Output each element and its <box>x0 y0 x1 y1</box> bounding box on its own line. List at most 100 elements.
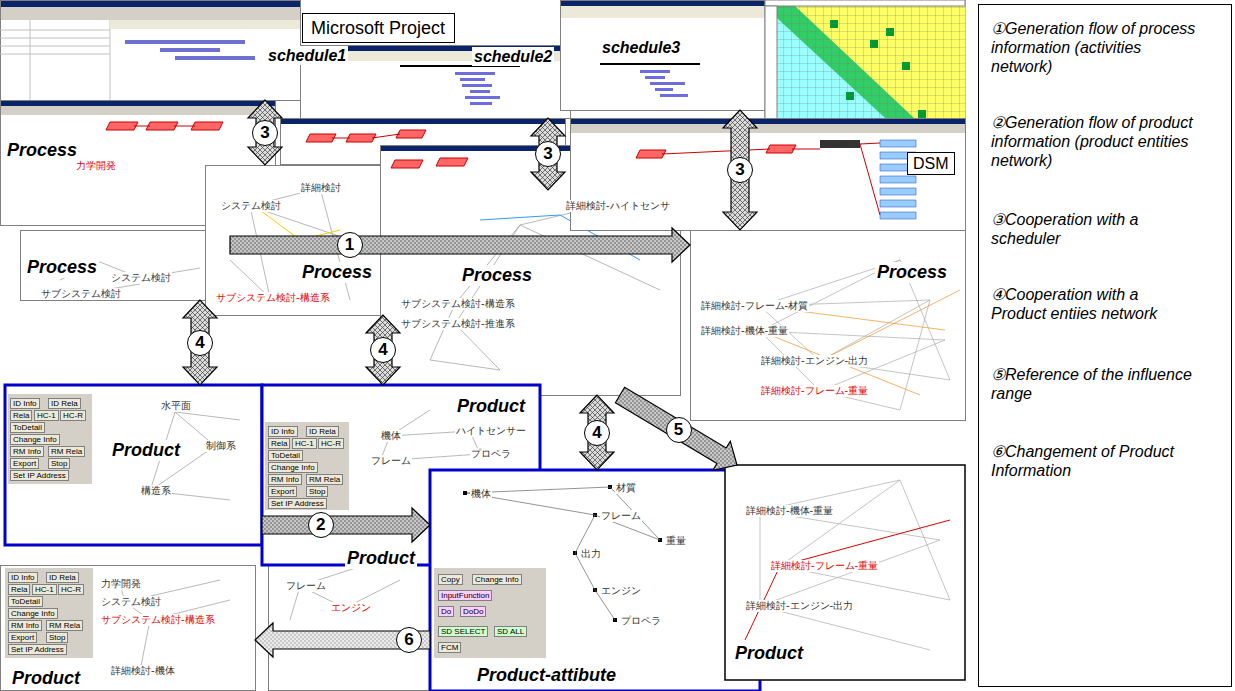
callout-number: 3 <box>727 157 753 183</box>
entity-label: 詳細検討-エンジン-出力 <box>745 600 854 612</box>
ui-button: RM Rela <box>46 620 83 631</box>
button-panel <box>5 568 93 658</box>
ui-button: HC-1 <box>32 584 57 595</box>
ui-button: RM Info <box>10 446 44 457</box>
ui-button: Set IP Address <box>8 644 67 655</box>
panel-caption: Product-attibute <box>475 665 618 686</box>
button-panel <box>434 568 546 658</box>
gantt-bars <box>455 72 500 105</box>
entity-label: サブシステム検討-構造系 <box>400 298 516 310</box>
title-bar <box>571 119 965 124</box>
gantt-bars <box>640 70 688 97</box>
ui-button: Stop <box>306 486 328 497</box>
tool-bar <box>1 7 300 20</box>
entity-label: フレーム <box>600 510 642 522</box>
legend-entry: ⑥Changement of Product Information <box>991 442 1196 480</box>
flow-arrow <box>580 395 614 470</box>
callout-number: 5 <box>666 417 692 443</box>
flow-arrow <box>723 110 757 230</box>
tool-label: Microsoft Project <box>302 13 455 43</box>
ui-button: Set IP Address <box>10 470 69 481</box>
entity-label: サブシステム検討-構造系 <box>215 292 331 304</box>
window-frame <box>21 231 231 301</box>
ui-button: ToDetail <box>268 450 303 461</box>
panel-frame <box>1 566 256 691</box>
panel-caption: Microsoft Project <box>311 17 446 39</box>
legend-entry: ③Cooperation with a scheduler <box>991 210 1196 248</box>
ui-button: SD ALL <box>494 626 527 637</box>
dsm-header <box>765 0 965 6</box>
ui-button: Rela <box>8 584 30 595</box>
entity-lines <box>467 487 660 620</box>
entity-label: 力学開発 <box>100 578 142 590</box>
title-bar <box>281 119 565 124</box>
ui-button: Set IP Address <box>268 498 327 509</box>
dsm-view: DSM <box>765 0 965 178</box>
flow-arrow <box>230 228 690 262</box>
ui-button: ID Rela <box>48 398 81 409</box>
entity-label: 詳細検討-フレーム-重量 <box>760 385 869 397</box>
entity-label: システム検討 <box>100 596 162 608</box>
schedule-view: schedule3 <box>560 0 770 110</box>
entity-label: プロペラ <box>620 615 662 627</box>
entity-label: 構造系 <box>140 485 172 497</box>
ui-button: FCM <box>438 642 461 653</box>
entity-label: 詳細検討-機体-重量 <box>745 505 834 517</box>
entity-label: 力学開発 <box>75 160 117 172</box>
schedule-view: schedule2 <box>300 45 570 118</box>
ui-button: Stop <box>48 458 70 469</box>
product-view: Product <box>725 465 965 680</box>
callout-number: 2 <box>308 512 334 538</box>
window-frame <box>561 1 766 111</box>
entity-label: 重量 <box>665 535 687 547</box>
panel-caption: schedule2 <box>472 47 554 66</box>
entity-label: 詳細検討-機体-重量 <box>700 325 789 337</box>
ui-button: Stop <box>46 632 68 643</box>
entity-label: システム検討 <box>220 200 282 212</box>
ui-button: RM Info <box>268 474 302 485</box>
timescale <box>561 6 765 18</box>
entity-label: 制御系 <box>205 440 237 452</box>
entity-label: サブシステム検討 <box>40 288 122 300</box>
ui-button: Export <box>8 632 37 643</box>
legend-entry: ②Generation flow of product information … <box>991 113 1196 170</box>
panel-frame <box>725 465 965 680</box>
callout-number: 4 <box>584 420 610 446</box>
flow-arrow <box>183 300 217 385</box>
panel-caption: Process <box>5 140 79 161</box>
ui-button: ID Info <box>268 426 298 437</box>
timescale <box>110 20 300 29</box>
gantt-bars <box>125 40 255 60</box>
entity-label: 機体 <box>380 430 402 442</box>
callout-number: 3 <box>252 120 278 146</box>
ui-button: Rela <box>268 438 290 449</box>
menu-bar <box>1 106 275 115</box>
entity-label: 詳細検討-機体 <box>110 665 176 677</box>
entity-label: フレーム <box>285 580 327 592</box>
flow-arrow <box>615 387 737 470</box>
panel-caption: Product <box>345 548 417 569</box>
ui-button: Do <box>438 606 454 617</box>
window-frame <box>1 1 301 101</box>
ui-button: RM Rela <box>306 474 343 485</box>
ui-button: ToDetail <box>8 596 43 607</box>
title-bar <box>1 1 300 7</box>
ui-button: Change Info <box>8 608 58 619</box>
panel-caption: Product <box>733 643 805 664</box>
ui-button: ID Info <box>10 398 40 409</box>
panel-caption: Product <box>10 668 82 689</box>
ui-button: HC-R <box>60 410 86 421</box>
window-frame <box>691 231 966 421</box>
entity-label: サブシステム検討-構造系 <box>100 614 216 626</box>
legend-entry: ①Generation flow of process information … <box>991 19 1196 76</box>
entity-label: ハイトセンサー <box>455 425 527 437</box>
flow-arrow <box>255 623 430 657</box>
panel-caption: Process <box>25 257 99 278</box>
flow-arrow <box>366 315 400 385</box>
ui-button: ID Info <box>8 572 38 583</box>
entity-label: 水平面 <box>160 400 192 412</box>
panel-caption: Process <box>875 262 949 283</box>
influence-line <box>745 520 950 640</box>
title-bar <box>1 101 275 106</box>
